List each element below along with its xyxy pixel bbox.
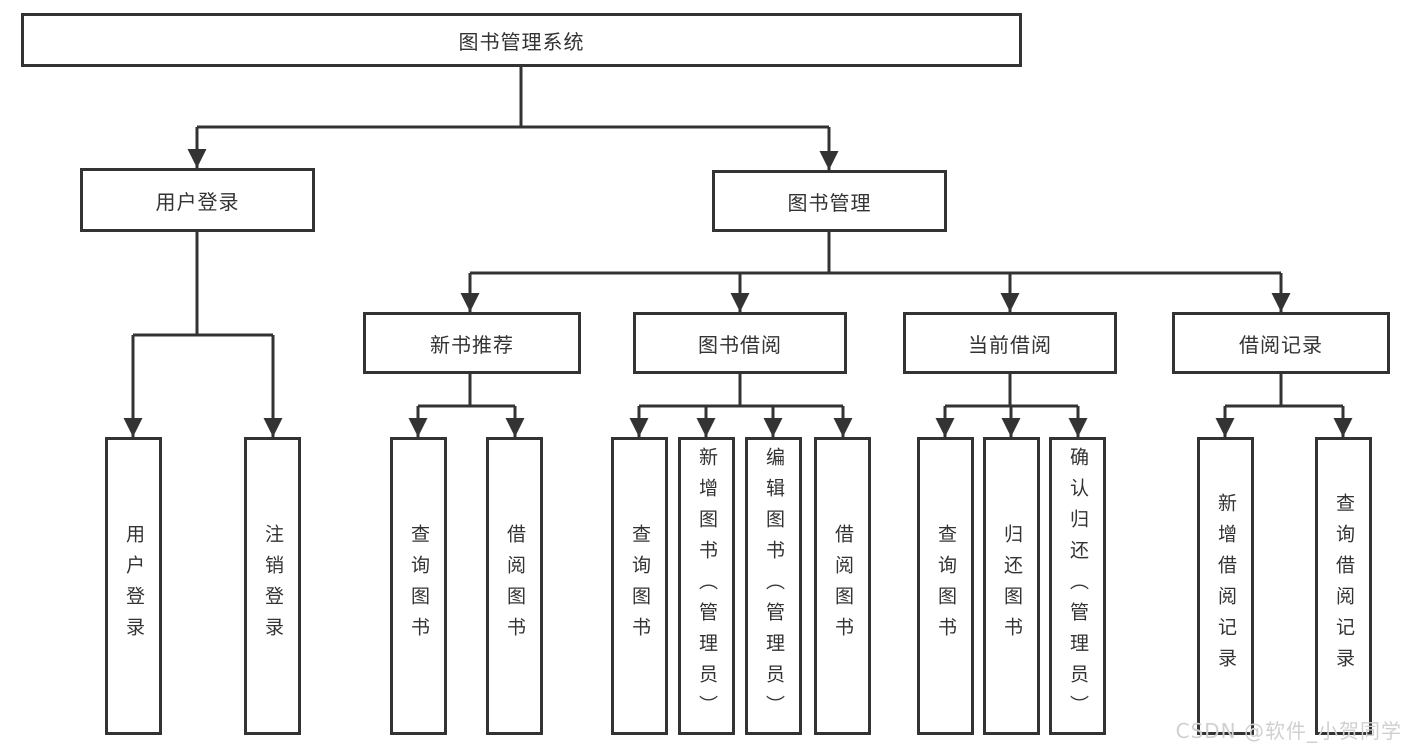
node-book-management: 图书管理	[712, 170, 947, 232]
node-borrowing-records: 借阅记录	[1172, 312, 1390, 374]
connector-root-to-level2	[187, 67, 839, 170]
leaf-label: 新增图书（管理员）	[696, 446, 718, 726]
leaf-label: 新增借阅记录	[1215, 493, 1237, 679]
node-new-book-recommendation: 新书推荐	[363, 312, 581, 374]
leaf-borrow-edit-books-admin: 编辑图书（管理员）	[745, 437, 802, 735]
leaf-label: 借阅图书	[504, 524, 526, 648]
node-user-login: 用户登录	[80, 168, 315, 232]
leaf-borrow-borrow-books: 借阅图书	[814, 437, 871, 735]
node-book-borrowing: 图书借阅	[633, 312, 847, 374]
leaf-current-query-books: 查询图书	[917, 437, 974, 735]
leaf-current-confirm-return-admin: 确认归还（管理员）	[1049, 437, 1106, 735]
leaf-label: 注销登录	[262, 524, 284, 648]
node-current-borrowing: 当前借阅	[903, 312, 1117, 374]
leaf-records-add-borrow-record: 新增借阅记录	[1197, 437, 1254, 735]
connector-new-book-children	[408, 374, 525, 437]
leaf-label: 查询借阅记录	[1333, 493, 1355, 679]
leaf-label: 编辑图书（管理员）	[763, 446, 785, 726]
leaf-label: 用户登录	[123, 524, 145, 648]
connector-book-borrow-children	[629, 374, 853, 437]
leaf-user-login: 用户登录	[105, 437, 162, 735]
leaf-newbook-borrow-books: 借阅图书	[486, 437, 543, 735]
connector-user-login-children	[123, 232, 283, 437]
connector-current-borrow-children	[935, 374, 1088, 437]
node-book-management-system: 图书管理系统	[21, 13, 1022, 67]
leaf-borrow-add-books-admin: 新增图书（管理员）	[678, 437, 735, 735]
leaf-label: 查询图书	[935, 524, 957, 648]
watermark: CSDN @软件_小贺同学	[1175, 719, 1402, 743]
connector-borrow-records-children	[1215, 374, 1353, 437]
leaf-borrow-query-books: 查询图书	[611, 437, 668, 735]
leaf-newbook-query-books: 查询图书	[390, 437, 447, 735]
leaf-records-query-borrow-record: 查询借阅记录	[1315, 437, 1372, 735]
leaf-label: 确认归还（管理员）	[1067, 446, 1089, 726]
leaf-label: 查询图书	[629, 524, 651, 648]
leaf-label: 借阅图书	[832, 524, 854, 648]
leaf-label: 查询图书	[408, 524, 430, 648]
leaf-current-return-books: 归还图书	[983, 437, 1040, 735]
leaf-logout-login: 注销登录	[244, 437, 301, 735]
connector-book-management-children	[460, 232, 1291, 312]
leaf-label: 归还图书	[1001, 524, 1023, 648]
